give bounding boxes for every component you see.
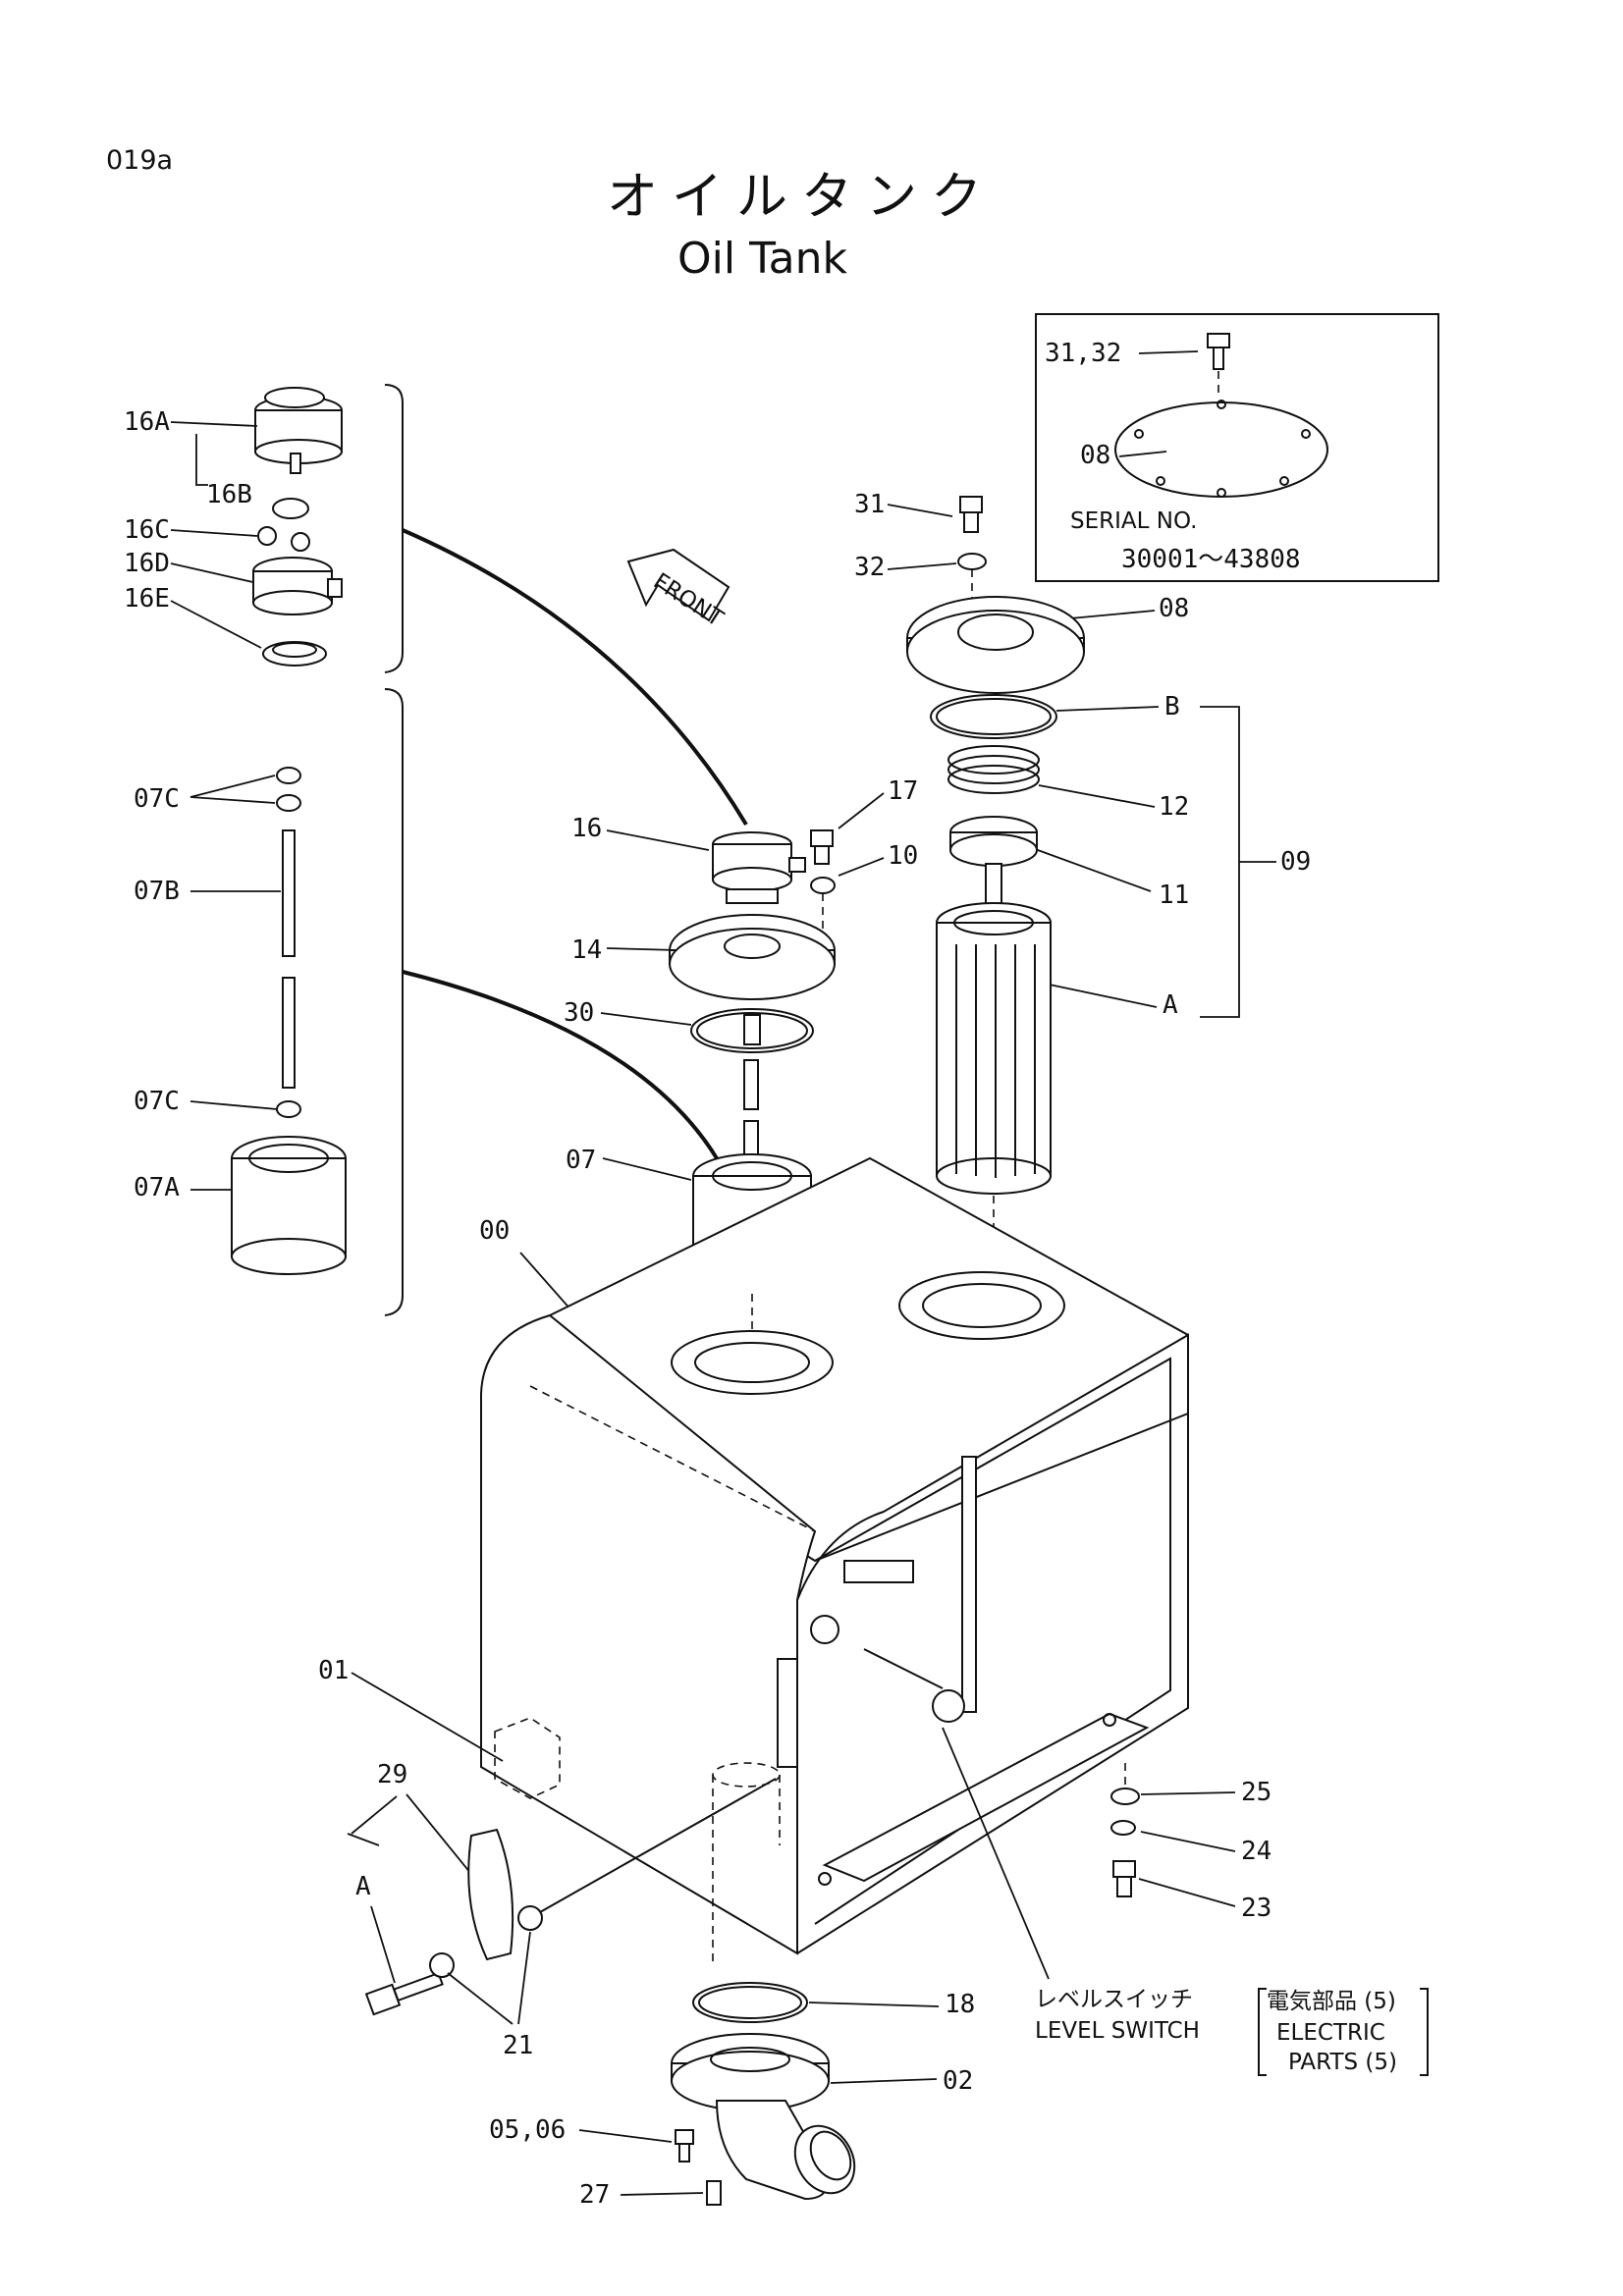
label-16: 16 [571,814,602,843]
title-japanese: オイルタンク [607,168,996,227]
oil-tank-00 [480,1156,1189,1963]
inset-label-08: 08 [1080,441,1110,470]
rod-07B [282,829,296,957]
label-25: 25 [1241,1778,1271,1807]
bolt-assembly [364,1905,543,2016]
spring-12 [947,745,1040,794]
label-00: 00 [479,1216,510,1246]
label-07C-bottom: 07C [134,1087,180,1116]
label-01: 01 [318,1656,349,1685]
label-09: 09 [1280,847,1311,877]
label-29: 29 [377,1760,407,1789]
label-23: 23 [1241,1894,1271,1923]
label-07B: 07B [134,877,180,906]
o-ring-B [930,694,1057,739]
label-16B: 16B [206,480,252,509]
o-ring-30 [690,1008,814,1053]
electric-parts-japanese: 電気部品 (5) [1267,1989,1396,2014]
cover-plate-14 [669,914,836,1000]
inset-label-31-32: 31,32 [1045,339,1121,368]
label-17: 17 [888,776,918,806]
label-18: 18 [945,1990,975,2019]
label-16C: 16C [124,515,170,545]
label-02: 02 [943,2066,973,2096]
label-11: 11 [1159,881,1189,910]
breather-body-16D [252,557,343,615]
label-24: 24 [1241,1837,1271,1866]
o-ring-16B [272,498,309,519]
serial-label: SERIAL NO. [1070,508,1197,534]
electric-parts-line1: ELECTRIC [1276,2020,1385,2046]
label-31: 31 [854,490,885,519]
label-30: 30 [564,998,594,1028]
cover-08 [906,596,1085,694]
label-12: 12 [1159,792,1189,822]
label-07C-top: 07C [134,784,180,814]
label-10: 10 [888,841,918,871]
label-14: 14 [571,935,602,965]
level-switch-english: LEVEL SWITCH [1035,2018,1200,2044]
filter-element-A [936,902,1052,1195]
label-A-group: A [355,1872,371,1901]
suction-flange-02 [671,2033,856,2201]
serial-inset: 31,32 08 SERIAL NO. 30001～43808 [1035,313,1439,582]
strainer-07A [231,1136,347,1275]
label-16D: 16D [124,549,170,578]
title-english: Oil Tank [677,234,848,284]
serial-range: 30001～43808 [1121,545,1301,574]
clamp-29 [467,1828,514,1961]
front-arrow: FRONT [626,548,730,632]
label-21: 21 [503,2031,533,2060]
label-16E: 16E [124,584,170,614]
o-ring-18 [692,1982,808,2023]
label-B: B [1164,692,1180,721]
label-32: 32 [854,553,885,582]
electric-parts-line2: PARTS (5) [1288,2050,1397,2075]
label-08: 08 [1159,594,1189,623]
label-27: 27 [579,2180,610,2210]
level-switch-japanese: レベルスイッチ [1035,1987,1193,2012]
label-07A: 07A [134,1173,180,1202]
label-05-06: 05,06 [489,2115,566,2145]
label-07: 07 [566,1146,596,1175]
page-number: 019a [106,145,173,176]
breather-16 [712,831,806,904]
label-A-filter: A [1163,990,1178,1020]
label-16A: 16A [124,407,170,437]
breather-cap-16A [254,387,343,474]
electric-parts-reference: 電気部品 (5) ELECTRIC PARTS (5) [1258,1988,1429,2076]
gasket-16E [262,641,327,667]
